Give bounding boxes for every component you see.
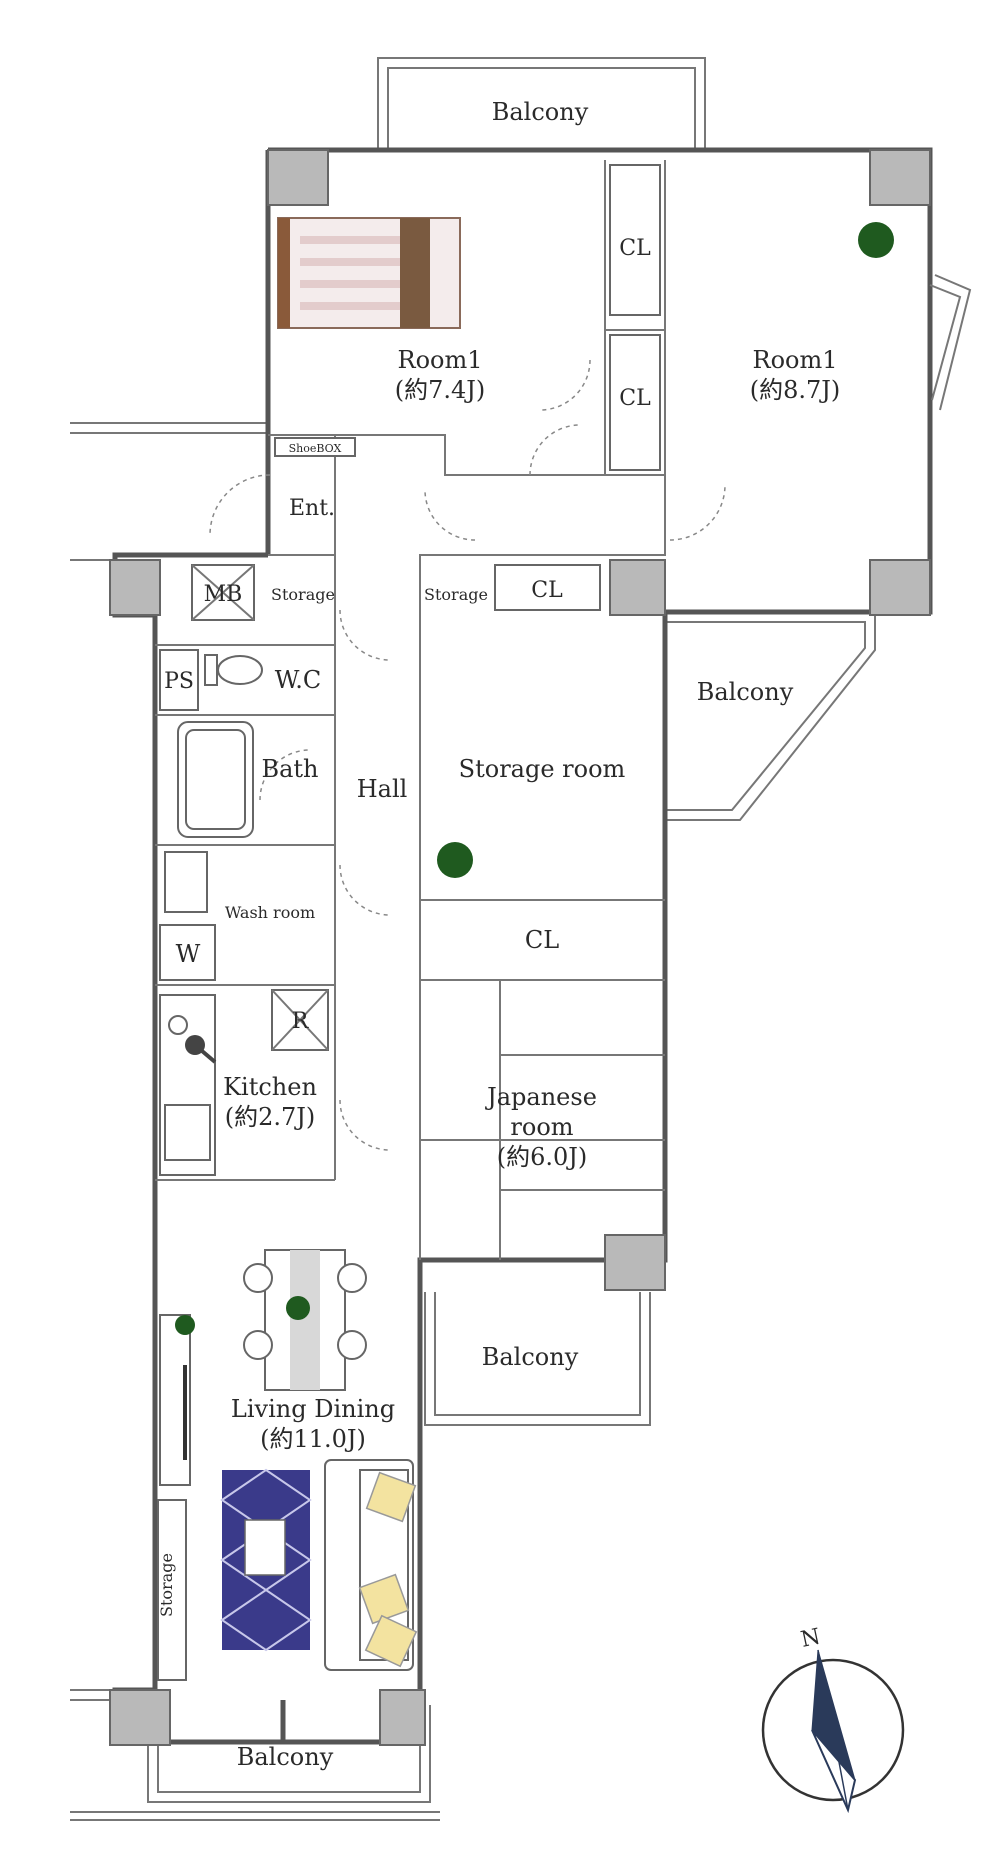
label-hall: Hall	[357, 775, 408, 803]
label-mb: MB	[204, 582, 243, 607]
interior-walls	[155, 160, 666, 1260]
rug	[220, 1468, 312, 1652]
plants	[175, 222, 894, 1335]
balcony-middle-outline	[424, 1292, 651, 1426]
label-cl-1: CL	[619, 236, 651, 261]
label-bath: Bath	[261, 755, 318, 783]
balcony-top-outline	[377, 57, 706, 150]
label-cl-4: CL	[525, 926, 559, 954]
label-storage-2: Storage	[424, 585, 488, 604]
label-room1-right: Room1	[753, 346, 838, 374]
tv-console	[159, 1314, 191, 1486]
shoe-box	[274, 437, 356, 457]
label-entrance: Ent.	[289, 496, 335, 521]
bathtub	[177, 721, 254, 838]
label-balcony-bottom: Balcony	[237, 1743, 334, 1771]
label-kitchen-size: (約2.7J)	[225, 1103, 316, 1131]
wash-basin	[164, 851, 208, 913]
label-r: R	[292, 1009, 310, 1034]
compass-north-label: N	[799, 1624, 823, 1652]
kitchen-counter	[159, 994, 217, 1176]
label-balcony-top: Balcony	[492, 98, 589, 126]
label-cl-2: CL	[619, 386, 651, 411]
refrigerator-box	[271, 989, 329, 1051]
label-room1-left-size: (約7.4J)	[395, 376, 486, 404]
label-living-dining: Living Dining	[231, 1395, 395, 1423]
bay-window	[929, 274, 972, 411]
label-cl-3: CL	[531, 578, 563, 603]
balcony-bottom-outline	[70, 1705, 440, 1821]
label-storage-1: Storage	[271, 585, 335, 604]
label-japanese-room-1: Japanese	[484, 1083, 597, 1111]
closet-shelves	[494, 164, 661, 611]
label-room1-right-size: (約8.7J)	[750, 376, 841, 404]
label-japanese-room-2: room	[510, 1113, 573, 1141]
label-room1-left: Room1	[398, 346, 483, 374]
dining-set	[243, 1249, 367, 1391]
corridor-lines	[70, 422, 268, 1701]
label-living-dining-size: (約11.0J)	[260, 1425, 366, 1453]
door-swings	[209, 359, 726, 1151]
label-japanese-room-size: (約6.0J)	[497, 1143, 588, 1171]
sofa	[324, 1459, 418, 1671]
living-storage	[157, 1499, 187, 1681]
label-balcony-right: Balcony	[697, 678, 794, 706]
label-storage-3: Storage	[157, 1553, 176, 1617]
toilet	[204, 654, 263, 686]
label-wash-room: Wash room	[225, 903, 315, 922]
label-wc: W.C	[275, 666, 321, 694]
washer-box	[159, 924, 216, 981]
label-ps: PS	[164, 669, 194, 694]
label-kitchen: Kitchen	[223, 1073, 317, 1101]
pillars	[109, 149, 931, 1746]
balcony-right-outline	[665, 611, 876, 821]
label-w: W	[176, 940, 201, 968]
label-shoe-box: ShoeBOX	[289, 442, 342, 455]
label-storage-room: Storage room	[459, 755, 626, 783]
label-balcony-middle: Balcony	[482, 1343, 579, 1371]
bed	[277, 217, 461, 329]
compass	[761, 1649, 905, 1814]
mb-box	[191, 564, 255, 621]
ps-box	[159, 649, 199, 711]
